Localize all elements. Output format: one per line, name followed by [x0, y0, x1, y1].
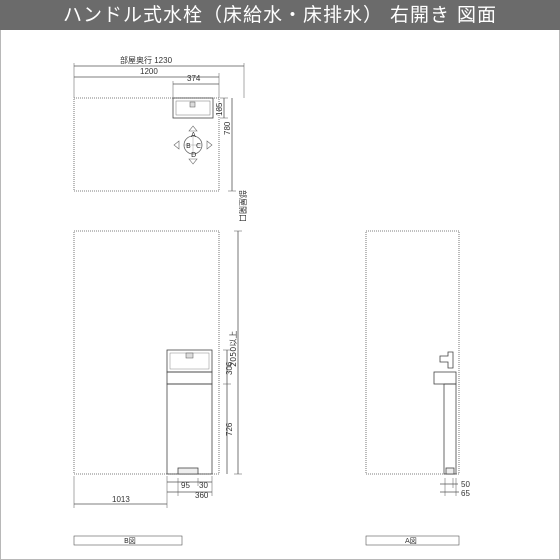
caption-b: B図	[124, 537, 136, 545]
view-letter-c: C	[196, 142, 201, 150]
caption-a: A図	[405, 537, 417, 545]
plan-room-outline	[73, 97, 220, 192]
front-view	[73, 230, 242, 546]
dim-room-depth: 部屋奥行 1230	[120, 55, 173, 65]
room-opening-label: 部屋開口	[238, 190, 248, 222]
dim-95: 95	[181, 481, 190, 490]
view-letter-a: A	[191, 131, 196, 139]
dim-50: 50	[461, 480, 470, 489]
page-title: ハンドル式水栓（床給水・床排水） 右開き 図面	[62, 4, 498, 26]
dim-726: 726	[225, 422, 234, 436]
plan-view	[73, 63, 245, 192]
view-letter-b: B	[186, 142, 191, 150]
dim-65: 65	[461, 489, 470, 498]
front-cabinet-body	[166, 383, 213, 475]
view-letter-d: D	[191, 151, 196, 159]
dim-306: 306	[225, 361, 234, 375]
side-basin	[433, 371, 457, 385]
dim-360: 360	[195, 491, 209, 500]
side-faucet	[439, 351, 454, 369]
side-wall-outline	[365, 230, 460, 475]
title-bar: ハンドル式水栓（床給水・床排水） 右開き 図面	[0, 0, 560, 30]
dim-1013: 1013	[112, 495, 130, 504]
side-view	[365, 230, 460, 546]
dim-1200: 1200	[140, 67, 158, 76]
dim-185: 185	[215, 102, 224, 116]
side-cabinet	[443, 383, 457, 475]
dim-height-2050: 2050以上	[229, 331, 238, 367]
plan-basin	[172, 97, 214, 119]
dim-374: 374	[187, 74, 201, 83]
caption-box-b	[73, 535, 183, 546]
dim-30: 30	[199, 481, 208, 490]
dim-780: 780	[223, 121, 232, 135]
front-wall-outline	[73, 230, 220, 475]
front-cabinet-mid	[166, 371, 213, 385]
caption-box-a	[365, 535, 460, 546]
